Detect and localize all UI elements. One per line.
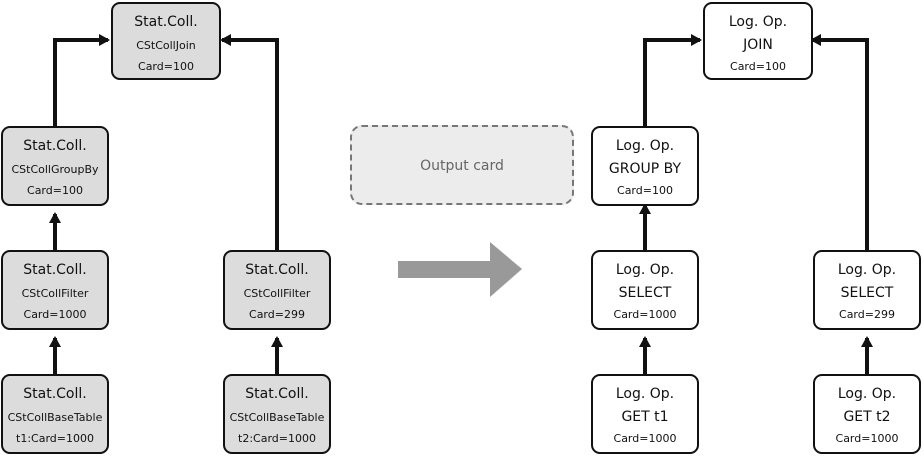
node-title: Stat.Coll. [23,386,87,402]
node-title: Log. Op. [615,138,675,154]
transform-arrow [398,242,522,297]
node-stat-join: Stat.Coll. CStCollJoin Card=100 [111,2,221,80]
node-title: Stat.Coll. [134,14,198,30]
node-title: Log. Op. [728,14,788,30]
output-card-box: Output card [350,125,574,205]
edge-select2-to-join-right [810,34,869,250]
node-name: CStCollGroupBy [11,163,99,176]
node-stat-filter-2: Stat.Coll. CStCollFilter Card=299 [223,250,331,330]
node-card: Card=1000 [835,432,899,445]
node-card: Card=100 [27,184,83,197]
node-op: JOIN [743,37,773,53]
node-op: SELECT [618,285,672,301]
node-title: Stat.Coll. [23,138,87,154]
node-name: CStCollBaseTable [229,411,325,424]
node-stat-basetable-1: Stat.Coll. CStCollBaseTable t1:Card=1000 [1,374,109,454]
node-card: t1:Card=1000 [16,432,94,445]
node-title: Log. Op. [615,386,675,402]
node-card: Card=1000 [23,308,87,321]
node-logop-select-1: Log. Op. SELECT Card=1000 [591,250,699,330]
node-stat-filter-1: Stat.Coll. CStCollFilter Card=1000 [1,250,109,330]
node-title: Stat.Coll. [245,386,309,402]
node-title: Log. Op. [615,262,675,278]
node-name: CStCollFilter [243,287,311,300]
node-op: GROUP BY [608,161,682,177]
node-title: Stat.Coll. [23,262,87,278]
node-stat-groupby: Stat.Coll. CStCollGroupBy Card=100 [1,126,109,206]
node-op: GET t2 [843,409,891,425]
node-stat-basetable-2: Stat.Coll. CStCollBaseTable t2:Card=1000 [223,374,331,454]
node-card: Card=100 [730,60,786,73]
edge-groupby-to-join [53,34,110,126]
node-card: Card=100 [617,184,673,197]
edge-filter2-to-join [220,34,279,250]
node-name: CStCollFilter [21,287,89,300]
node-card: Card=1000 [613,308,677,321]
node-op: GET t1 [621,409,669,425]
node-card: Card=299 [249,308,305,321]
node-title: Log. Op. [837,262,897,278]
node-logop-get-1: Log. Op. GET t1 Card=1000 [591,374,699,454]
node-logop-groupby: Log. Op. GROUP BY Card=100 [591,126,699,206]
node-op: SELECT [840,285,894,301]
output-card-label: Output card [420,158,504,174]
node-logop-join: Log. Op. JOIN Card=100 [703,2,813,80]
node-name: CStCollBaseTable [7,411,103,424]
node-title: Log. Op. [837,386,897,402]
node-card: Card=299 [839,308,895,321]
node-name: CStCollJoin [136,39,196,52]
node-logop-get-2: Log. Op. GET t2 Card=1000 [813,374,921,454]
node-logop-select-2: Log. Op. SELECT Card=299 [813,250,921,330]
node-card: Card=1000 [613,432,677,445]
edge-groupby-to-join-right [643,34,702,126]
node-card: t2:Card=1000 [238,432,316,445]
node-card: Card=100 [138,60,194,73]
node-title: Stat.Coll. [245,262,309,278]
